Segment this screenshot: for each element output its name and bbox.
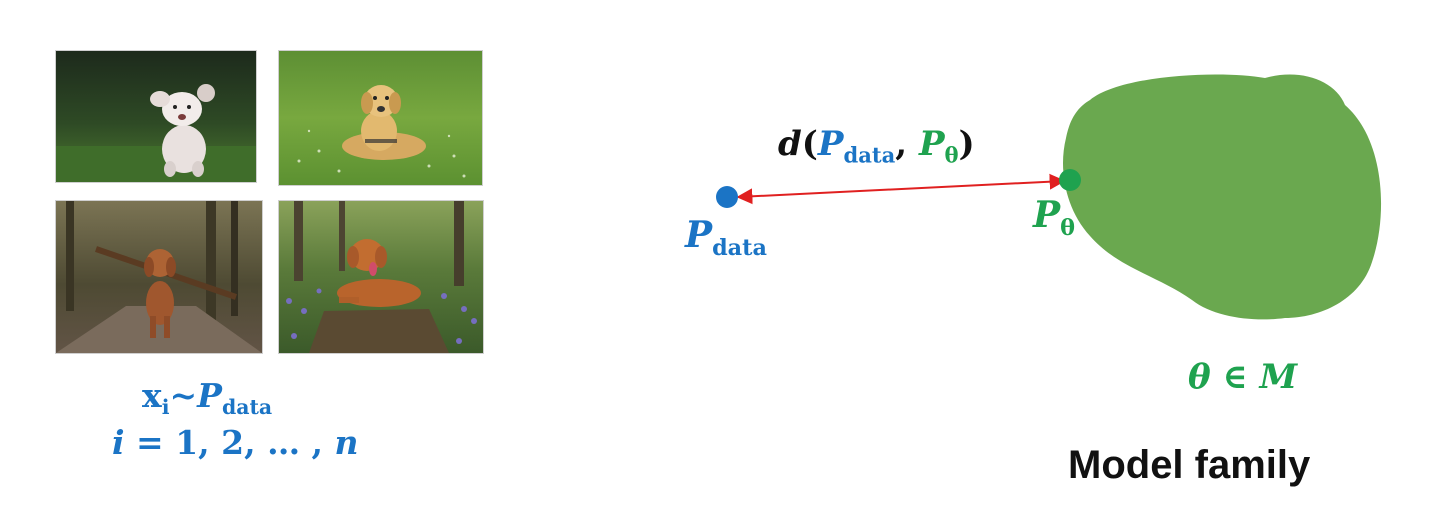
index-formula: i = 1, 2, … , n: [112, 423, 359, 462]
i-var: i: [112, 423, 125, 462]
comma: ,: [895, 124, 908, 164]
p-theta-point: [1059, 169, 1081, 191]
sample-formula: xi~Pdata: [142, 376, 272, 419]
n-var: n: [334, 423, 359, 462]
p-data-sub: data: [712, 234, 767, 261]
equals: =: [124, 423, 176, 462]
index-range: 1, 2, … ,: [175, 423, 335, 462]
theta-var: θ: [1188, 357, 1211, 397]
p-letter: P: [197, 376, 222, 415]
model-family-region: [1063, 74, 1382, 320]
p-data-letter: P: [685, 214, 713, 256]
model-family-title: Model family: [1068, 443, 1311, 487]
p-theta-label: Pθ: [1033, 194, 1075, 241]
dist-p-theta-letter: P: [918, 124, 945, 164]
p-data-point: [716, 186, 738, 208]
dist-p-data-sub: data: [843, 142, 896, 168]
p-data-label: Pdata: [685, 214, 767, 261]
dist-p-theta-sub: θ: [944, 142, 959, 168]
open-paren: (: [801, 124, 818, 164]
parameter-label: θ ∈ M: [1188, 357, 1297, 397]
element-of: ∈: [1210, 357, 1260, 397]
dog-photo-4: [278, 200, 484, 354]
d-letter: d: [778, 124, 802, 164]
dist-p-data-letter: P: [817, 124, 844, 164]
distance-label: d(Pdata, Pθ): [778, 124, 975, 167]
tilde: ~: [169, 376, 198, 415]
dog-photo-1: [55, 50, 257, 183]
close-paren: ): [958, 124, 975, 164]
p-theta-letter: P: [1033, 194, 1061, 236]
dog-photo-2: [278, 50, 483, 186]
dog-photo-3: [55, 200, 263, 354]
p-subscript: data: [221, 395, 273, 420]
distance-arrow: [736, 173, 1066, 205]
model-set: M: [1259, 357, 1298, 397]
x-index: i: [161, 395, 170, 420]
p-theta-sub: θ: [1060, 214, 1075, 241]
x-var: x: [142, 376, 162, 415]
